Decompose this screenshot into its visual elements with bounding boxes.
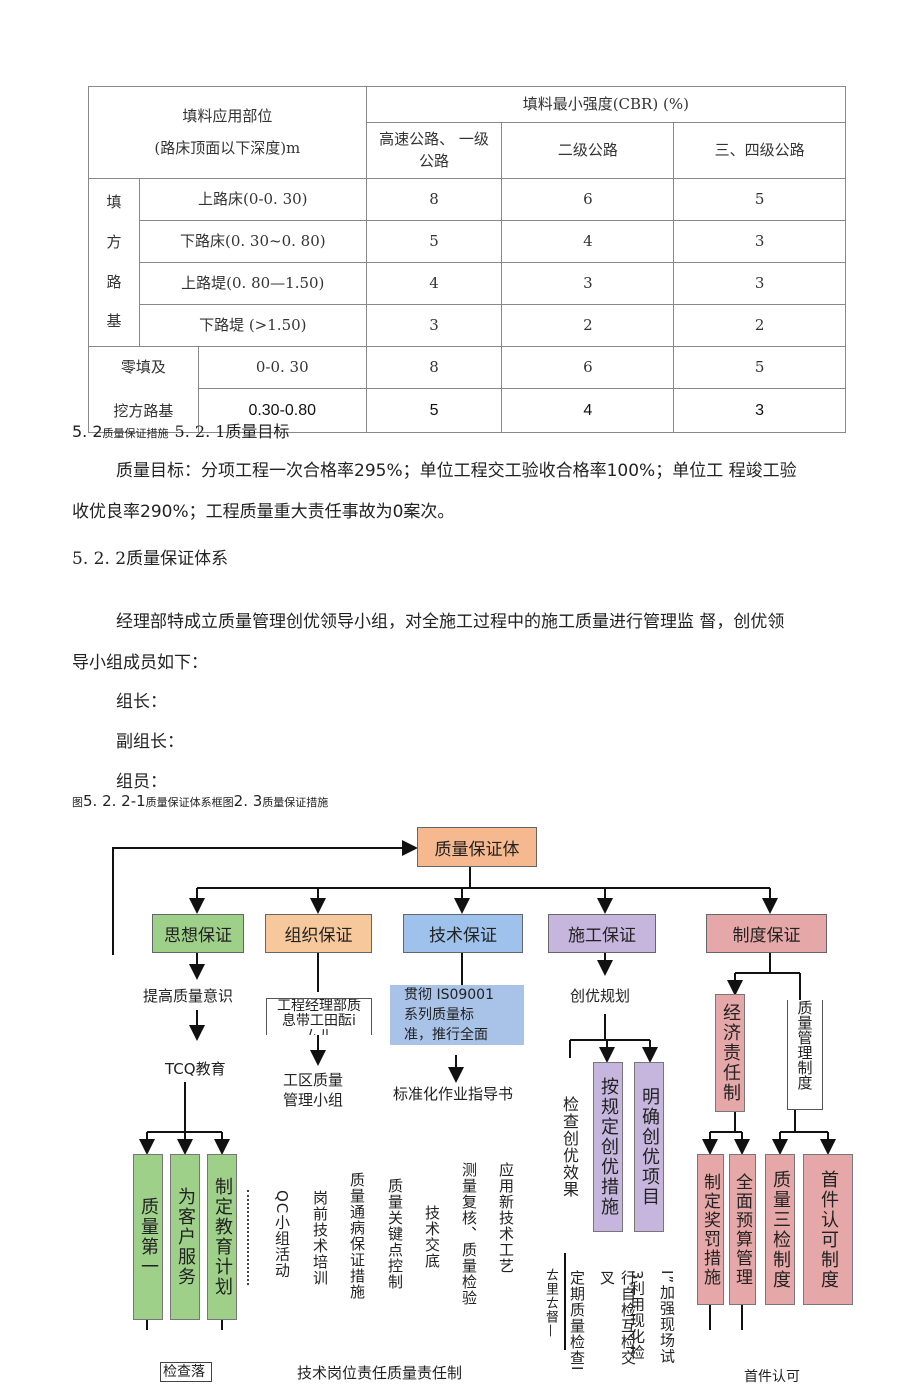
table-cell: 2 (673, 304, 846, 347)
leader-label: 组长： (116, 692, 167, 712)
bottom-supervision: ㄊ里ㄊ督— (543, 1268, 558, 1338)
table-header-part: 填料应用部位 (路床顶面以下深度)m (88, 86, 367, 179)
table-cell: 3 (501, 262, 675, 305)
standard-work-guide: 标准化作业指导书 (393, 1085, 514, 1103)
category-thought: 思想保证 (152, 914, 244, 953)
table-cell: 3 (673, 220, 846, 263)
iso9001-box: 贯彻 IS09001 系列质量标 准，推行全面 (390, 985, 524, 1045)
quality-management-system-box: 质量管理制度 (787, 1000, 823, 1110)
table-cell: 3 (365, 304, 503, 347)
table-cell: 8 (365, 346, 503, 389)
org-line-1: 经理部特成立质量管理创优领导小组，对全施工过程中的施工质量进行管理监 督，创优领 (116, 612, 785, 632)
responsibility-system-text: 技术岗位责任质量责任制 (297, 1364, 463, 1382)
table-cell-part: 上路床(0-0. 30) (138, 178, 367, 221)
budget-management-box: 全面预算管理 (729, 1154, 756, 1305)
goal-line-1: 质量目标：分项工程一次合格率295%；单位工程交工验收合格率100%；单位工 程… (116, 461, 797, 481)
root-quality-assurance-box: 质量保证体 (417, 827, 537, 867)
table-cell: 6 (501, 178, 675, 221)
three-inspection-box: 质量三检制度 (765, 1154, 795, 1305)
tcq-education: TCQ教育 (165, 1060, 226, 1078)
table-col-second: 二级公路 (501, 122, 675, 179)
excellence-measures-box: 按规定创优措施 (593, 1062, 623, 1232)
project-manager-box: 工程经理部质 息带工田酝i ムル (266, 998, 372, 1035)
figure-caption: 图5. 2. 2-1质量保证体系框图2. 3质量保证措施 (72, 792, 329, 810)
periodic-inspection: 定期质量检查I (568, 1270, 586, 1372)
category-system: 制度保证 (706, 914, 827, 953)
table-cell: 4 (365, 262, 503, 305)
table-cell: 4 (501, 220, 675, 263)
check-excellence-effect: 检查创优效果 (560, 1096, 579, 1198)
category-construction: 施工保证 (548, 914, 656, 953)
deputy-label: 副组长： (116, 732, 184, 752)
table-cell-part: 下路床(0. 30~0. 80) (138, 220, 367, 263)
table-cell: 5 (365, 388, 503, 433)
table-cell-part: 上路堤(0. 80—1.50) (138, 262, 367, 305)
table-cell: 5 (673, 346, 846, 389)
dotted-divider (247, 1190, 255, 1285)
table-group-fill: 填 方 路 基 (88, 178, 140, 347)
excellence-projects-box: 明确创优项目 (634, 1062, 664, 1232)
members-label: 组员： (116, 772, 167, 792)
cbr-table: 填料应用部位 (路床顶面以下深度)m 填料最小强度(CBR) (%) 高速公路、… (88, 86, 847, 433)
first-piece-approval-text: 首件认可 (744, 1369, 800, 1385)
reward-penalty-box: 制定奖罚措施 (697, 1154, 724, 1305)
category-technical: 技术保证 (403, 914, 523, 953)
table-header-cbr: 填料最小强度(CBR) (%) (365, 86, 847, 123)
table-cell: 3 (673, 388, 846, 433)
quality-first-box: 质量第一 (133, 1154, 163, 1320)
org-line-2: 导小组成员如下： (72, 653, 208, 673)
serve-customer-box: 为客户服务 (170, 1154, 200, 1320)
table-cell-part: 0.30-0.80 (197, 388, 367, 433)
table-cell-part: 下路堤 (>1.50) (138, 304, 367, 347)
qc-group-activity: QC小组活动 (273, 1190, 291, 1279)
economic-responsibility-box: 经济责任制 (715, 994, 745, 1112)
modern-inspection: 3利用现化检 (628, 1270, 646, 1361)
table-col-third: 三、四级公路 (673, 122, 846, 179)
first-piece-approval-box: 首件认可制度 (803, 1154, 853, 1305)
raise-quality-awareness: 提高质量意识 (143, 987, 234, 1005)
check-implementation-box: 检查落 (160, 1362, 212, 1382)
common-defect-measures: 质量通病保证措施 (348, 1172, 366, 1300)
category-organization: 组织保证 (265, 914, 372, 953)
table-col-highway: 高速公路、 一级公路 (365, 122, 503, 179)
excellence-plan: 创优规划 (570, 987, 631, 1005)
work-area-quality-group: 工区质量 管理小组 (283, 1071, 344, 1109)
self-mutual-inspection: 行自检互检交叉 (598, 1270, 637, 1366)
new-technology: 应用新技术工艺 (497, 1162, 515, 1274)
survey-recheck: 测量复核、质量检验 (460, 1162, 478, 1306)
section-heading-5-2-2: 5. 2. 2质量保证体系 (72, 549, 229, 569)
table-cell: 8 (365, 178, 503, 221)
key-point-control: 质量关键点控制 (386, 1178, 404, 1290)
pre-job-training: 岗前技术培训 (311, 1190, 329, 1286)
technical-briefing: 技术交底 (423, 1205, 441, 1269)
goal-line-2: 收优良率290%；工程质量重大责任事故为0案次。 (72, 502, 455, 522)
site-testing: I”加强现场试 (658, 1270, 676, 1365)
table-group-zero-fill: 零填及 挖方路基 (88, 346, 199, 433)
education-plan-box: 制定教育计划 (207, 1154, 237, 1320)
